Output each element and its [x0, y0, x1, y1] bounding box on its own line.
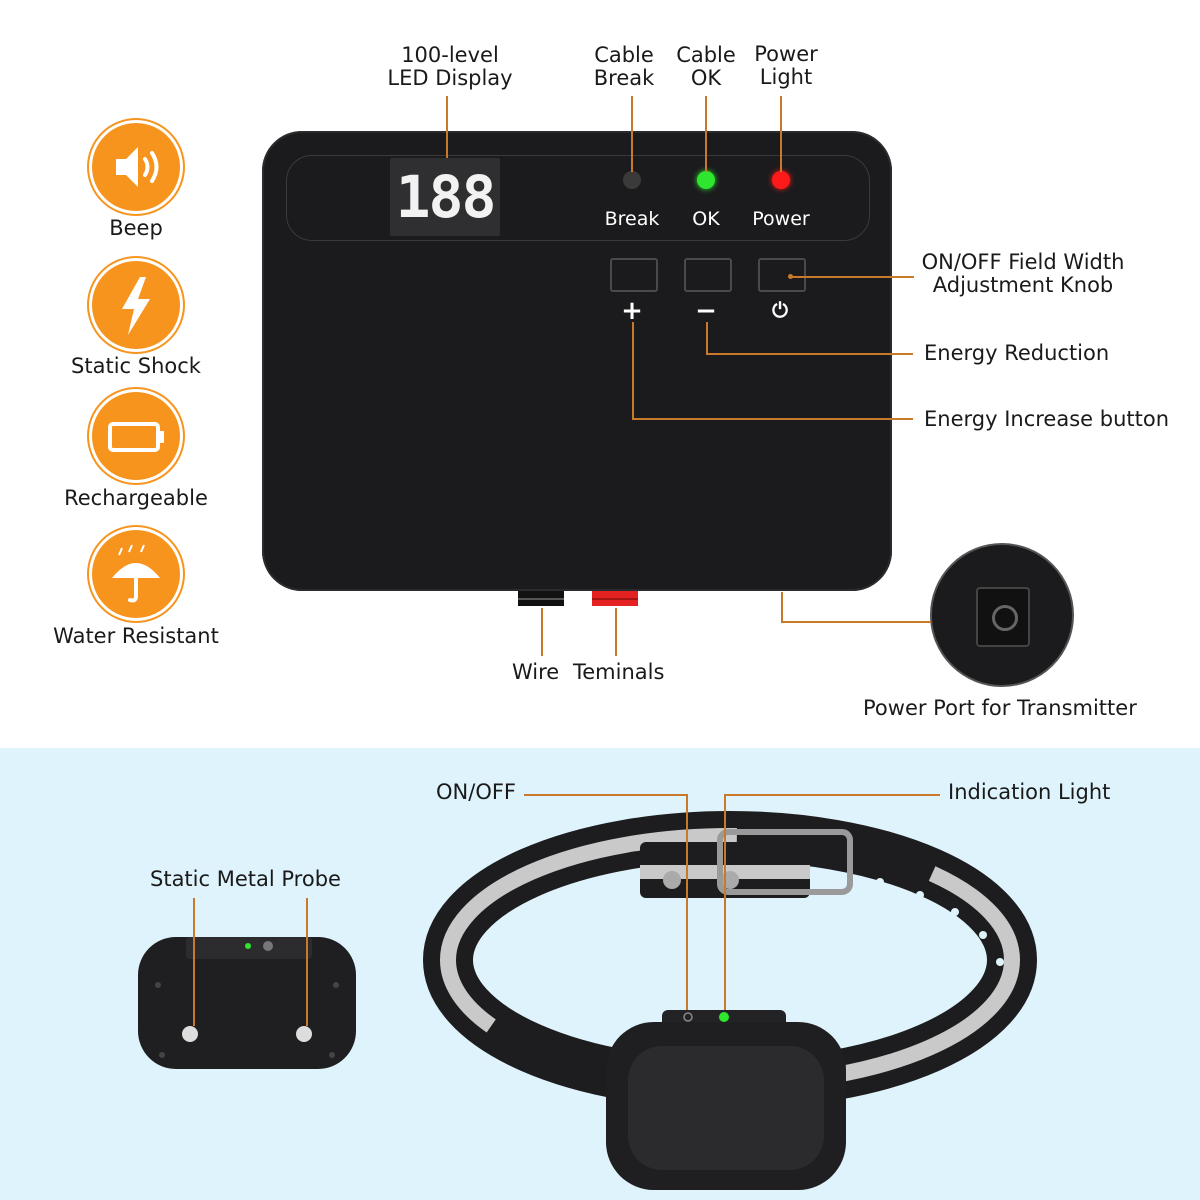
probe-label: Static Metal Probe [150, 867, 341, 891]
led-display-label: 100-level LED Display [387, 43, 513, 90]
lightning-icon [92, 261, 180, 349]
energy-reduction-label: Energy Reduction [924, 341, 1110, 365]
power-light-label: Power Light [754, 42, 818, 89]
transmitter-unit [262, 131, 892, 591]
leader-line-probe-left [193, 898, 195, 1026]
leader-line-plus-h [632, 418, 913, 420]
indicator-power-label: Power [752, 208, 810, 230]
feature-label-water-resistant: Water Resistant [53, 624, 219, 648]
feature-label-beep: Beep [109, 216, 163, 240]
led-display: 188 [390, 158, 500, 236]
wire-label: Wire [512, 660, 560, 684]
cable-ok-led [697, 171, 715, 189]
leader-line-onoff [790, 276, 914, 278]
energy-reduction-button[interactable] [684, 258, 732, 292]
umbrella-icon [92, 530, 180, 618]
leader-line-wire [541, 608, 543, 656]
minus-icon: − [695, 296, 717, 326]
led-display-value: 188 [395, 163, 497, 231]
leader-dot-onoff [788, 274, 793, 279]
power-port-pin [992, 605, 1018, 631]
leader-line-terminal [615, 608, 617, 656]
power-icon: ⏻ [772, 298, 788, 322]
leader-line-collar-onoff-h [524, 794, 688, 796]
indicator-break-label: Break [604, 208, 660, 230]
terminals-label: Teminals [573, 660, 665, 684]
leader-line-indication-h [724, 794, 940, 796]
leader-line-break [631, 96, 633, 172]
leader-line-ok [705, 96, 707, 172]
wire-terminal-stripe [518, 598, 564, 600]
transmitter-top-panel [286, 155, 870, 241]
onoff-knob-label: ON/OFF Field Width Adjustment Knob [921, 250, 1125, 297]
power-port-label: Power Port for Transmitter [863, 696, 1137, 720]
cable-break-label: Cable Break [593, 43, 655, 90]
cable-ok-label: Cable OK [676, 43, 736, 90]
indication-light-label: Indication Light [948, 780, 1111, 804]
leader-line-collar-onoff-v [686, 794, 688, 1010]
leader-line-power [780, 96, 782, 172]
leader-line-plus-v [632, 322, 634, 419]
leader-line-minus-v [706, 322, 708, 354]
red-terminal-stripe [592, 598, 638, 600]
energy-increase-button[interactable] [610, 258, 658, 292]
feature-label-static-shock: Static Shock [71, 354, 201, 378]
leader-line-led [446, 96, 448, 158]
speaker-icon [92, 123, 180, 211]
indicator-ok-label: OK [692, 208, 720, 230]
leader-line-minus-h [706, 353, 913, 355]
leader-line-port-h [781, 621, 931, 623]
energy-increase-label: Energy Increase button [924, 407, 1170, 431]
battery-icon [92, 392, 180, 480]
collar-onoff-label: ON/OFF [436, 780, 517, 804]
leader-line-port-v [781, 592, 783, 622]
leader-line-probe-right [306, 898, 308, 1026]
leader-line-indication-v [724, 794, 726, 1010]
collar-illustration [138, 811, 1037, 1190]
plus-icon: + [621, 296, 643, 326]
feature-label-rechargeable: Rechargeable [64, 486, 208, 510]
cable-break-led [623, 171, 641, 189]
power-port-zoom [930, 543, 1074, 687]
power-led [772, 171, 790, 189]
power-button[interactable] [758, 258, 806, 292]
